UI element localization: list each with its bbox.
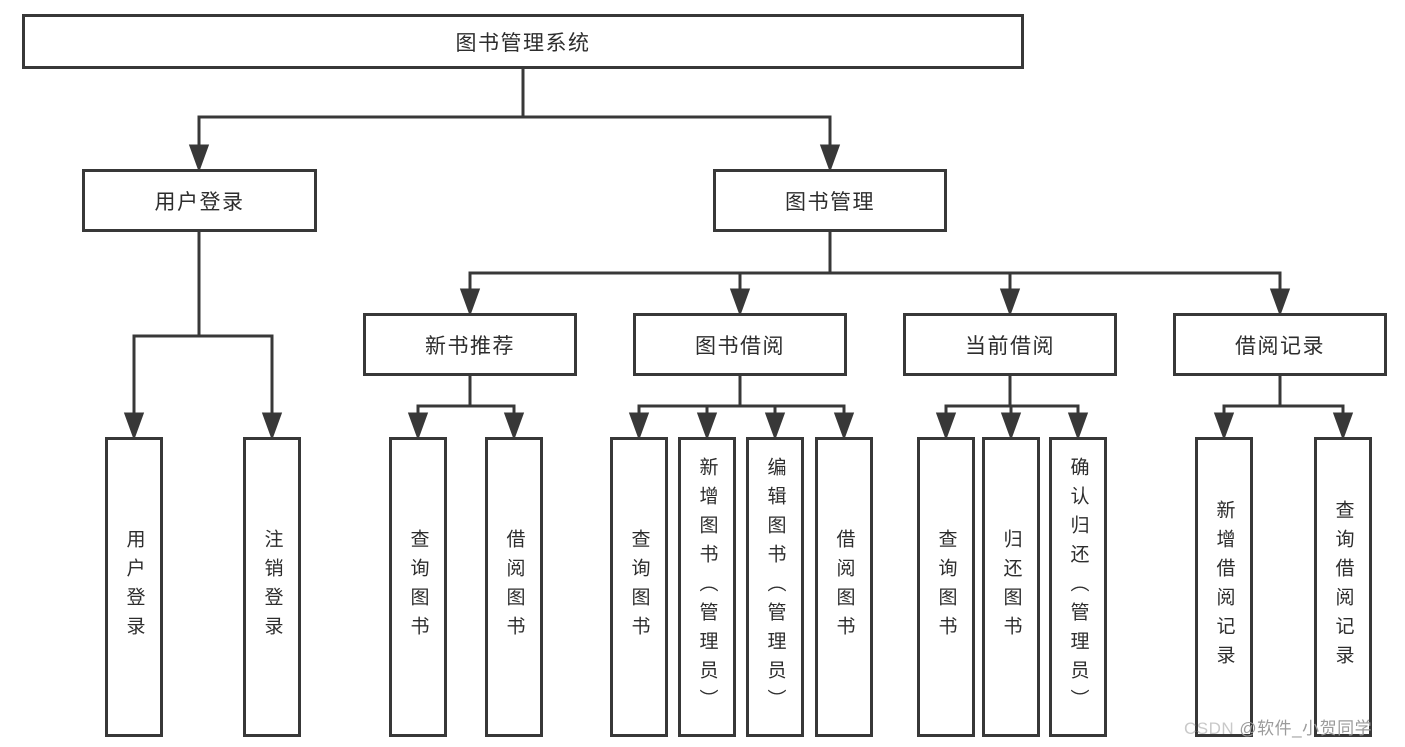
node-user-login: 用户登录	[82, 169, 317, 232]
leaf-query-books-current: 查询图书	[917, 437, 975, 737]
leaf-user-login: 用户登录	[105, 437, 163, 737]
leaf-add-books-admin: 新增图书（管理员）	[678, 437, 736, 737]
leaf-query-borrow-record: 查询借阅记录	[1314, 437, 1372, 737]
leaf-borrow-books-recommend: 借阅图书	[485, 437, 543, 737]
csdn-watermark-handle: @软件_小贺同学	[1239, 719, 1373, 738]
csdn-watermark-brand: CSDN	[1184, 719, 1240, 738]
leaf-query-books-borrowing: 查询图书	[610, 437, 668, 737]
node-current-borrowing: 当前借阅	[903, 313, 1117, 376]
node-new-book-recommend: 新书推荐	[363, 313, 577, 376]
node-library-system: 图书管理系统	[22, 14, 1024, 69]
csdn-watermark: CSDN @软件_小贺同学	[1184, 714, 1372, 739]
leaf-add-borrow-record: 新增借阅记录	[1195, 437, 1253, 737]
leaf-borrow-books: 借阅图书	[815, 437, 873, 737]
node-book-borrowing: 图书借阅	[633, 313, 847, 376]
leaf-return-books: 归还图书	[982, 437, 1040, 737]
leaf-query-books-recommend: 查询图书	[389, 437, 447, 737]
leaf-edit-books-admin: 编辑图书（管理员）	[746, 437, 804, 737]
leaf-confirm-return-admin: 确认归还（管理员）	[1049, 437, 1107, 737]
node-book-management: 图书管理	[713, 169, 947, 232]
node-borrowing-records: 借阅记录	[1173, 313, 1387, 376]
leaf-logout: 注销登录	[243, 437, 301, 737]
